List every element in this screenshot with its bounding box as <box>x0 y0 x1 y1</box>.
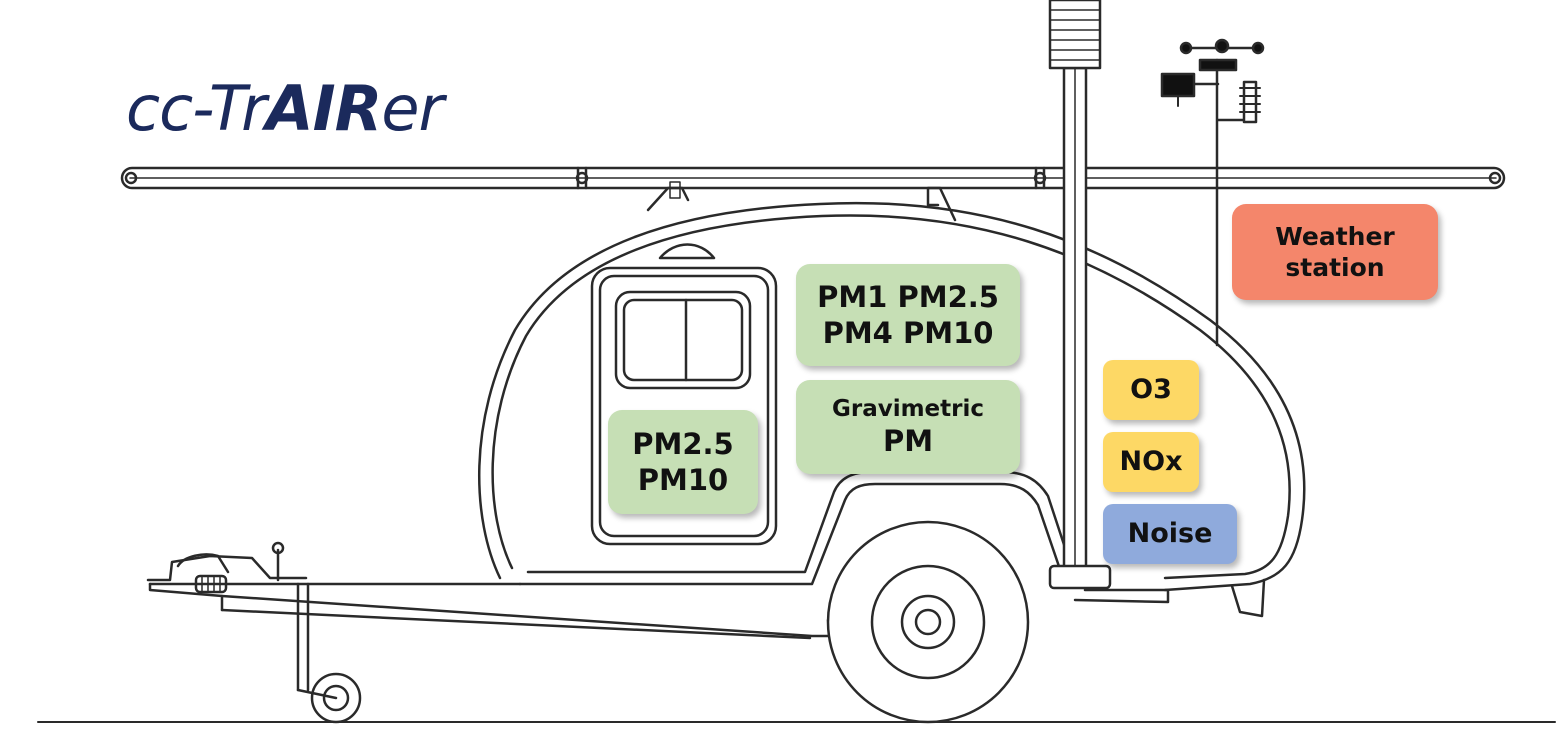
gravimetric-line1: Gravimetric <box>831 395 985 422</box>
gravimetric-pm-label: Gravimetric PM <box>796 380 1020 474</box>
title-prefix: cc-Tr <box>126 72 267 145</box>
roof-rack <box>120 166 1506 222</box>
weather-station-label: Weather station <box>1232 204 1438 300</box>
diagram-title: cc-TrAIRer <box>126 72 444 145</box>
pm-door-label: PM2.5 PM10 <box>608 410 758 514</box>
gravimetric-line2: PM <box>882 424 934 459</box>
weather-line1: Weather <box>1275 221 1395 251</box>
nox-text: NOx <box>1119 446 1183 478</box>
trailer-wheel <box>826 520 1030 724</box>
pm-door-line1: PM2.5 <box>632 426 734 461</box>
noise-text: Noise <box>1127 518 1213 550</box>
noise-label: Noise <box>1103 504 1237 564</box>
tow-hitch <box>146 541 832 724</box>
pm-door-line2: PM10 <box>637 463 729 497</box>
pm-multi-line1: PM1 PM2.5 <box>817 279 999 314</box>
pm-multi-line2: PM4 PM10 <box>822 316 994 350</box>
title-suffix: er <box>381 72 444 145</box>
weather-mast <box>1160 38 1265 347</box>
weather-line2: station <box>1285 253 1385 282</box>
pm-multi-label: PM1 PM2.5 PM4 PM10 <box>796 264 1020 366</box>
trailer-door <box>590 243 778 546</box>
nox-label: NOx <box>1103 432 1199 492</box>
ozone-label: O3 <box>1103 360 1199 420</box>
title-bold: AIR <box>265 72 383 145</box>
ozone-text: O3 <box>1130 374 1172 406</box>
sampling-mast <box>1048 0 1112 590</box>
